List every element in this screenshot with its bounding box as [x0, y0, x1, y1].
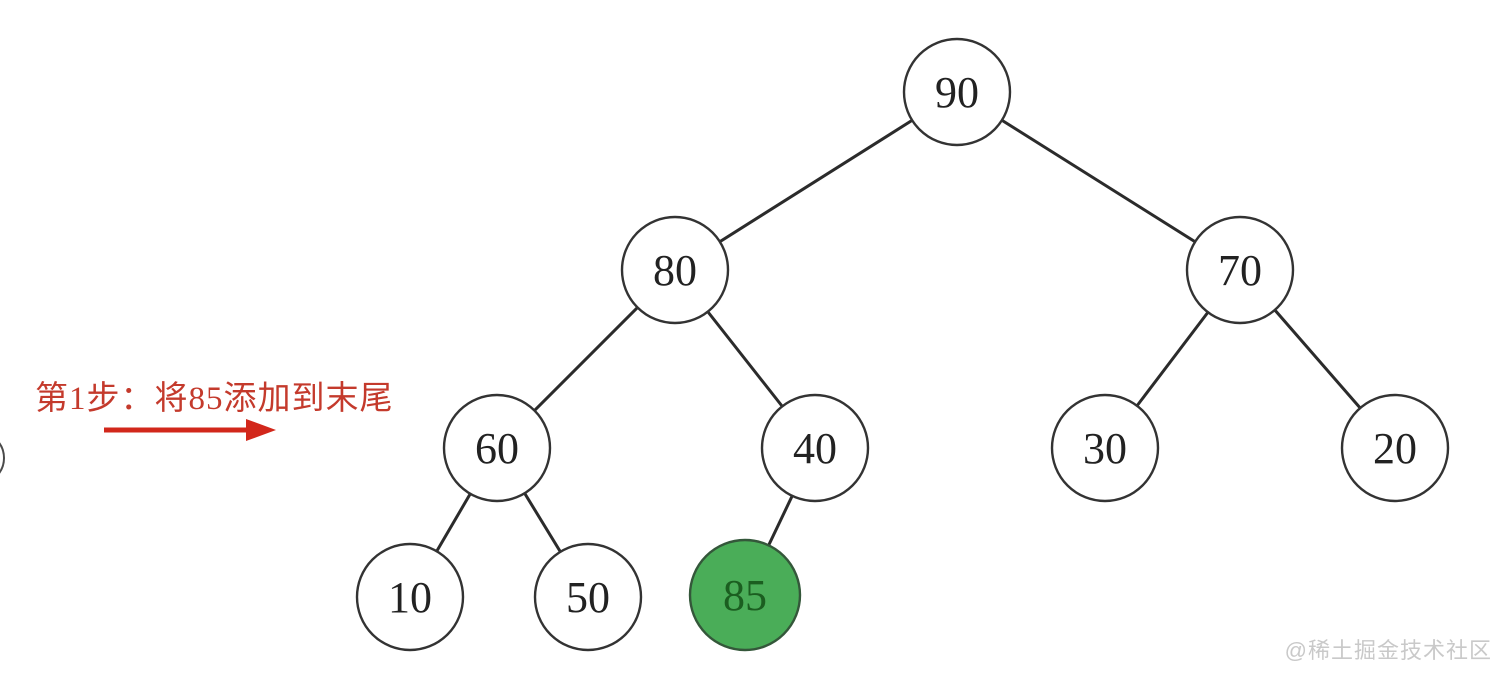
tree-node-label-50: 50 [566, 573, 610, 622]
tree-node-label-10: 10 [388, 573, 432, 622]
tree-node-label-40: 40 [793, 424, 837, 473]
tree-node-label-30: 30 [1083, 424, 1127, 473]
tree-node-label-20: 20 [1373, 424, 1417, 473]
step-arrow-head [246, 419, 276, 441]
step-annotation-text: 第1步：将85添加到末尾 [35, 381, 394, 417]
tree-node-90 [902, 37, 1012, 147]
tree-node-label-90: 90 [935, 68, 979, 117]
tree-node-60 [442, 393, 552, 503]
tree-node-85 [688, 538, 802, 652]
tree-node-70 [1185, 215, 1295, 325]
watermark-text: @稀土掘金技术社区 [1284, 638, 1492, 663]
cropped-node-arc [0, 442, 5, 474]
tree-node-label-70: 70 [1218, 246, 1262, 295]
tree-node-80 [620, 215, 730, 325]
tree-edge-90-70 [956, 90, 1241, 272]
tree-node-50 [533, 542, 643, 652]
tree-node-10 [355, 542, 465, 652]
tree-edge-90-80 [674, 90, 958, 272]
tree-node-30 [1050, 393, 1160, 503]
tree-node-40 [760, 393, 870, 503]
tree-node-label-80: 80 [653, 246, 697, 295]
tree-node-label-60: 60 [475, 424, 519, 473]
tree-node-20 [1340, 393, 1450, 503]
tree-node-label-85: 85 [723, 571, 767, 620]
